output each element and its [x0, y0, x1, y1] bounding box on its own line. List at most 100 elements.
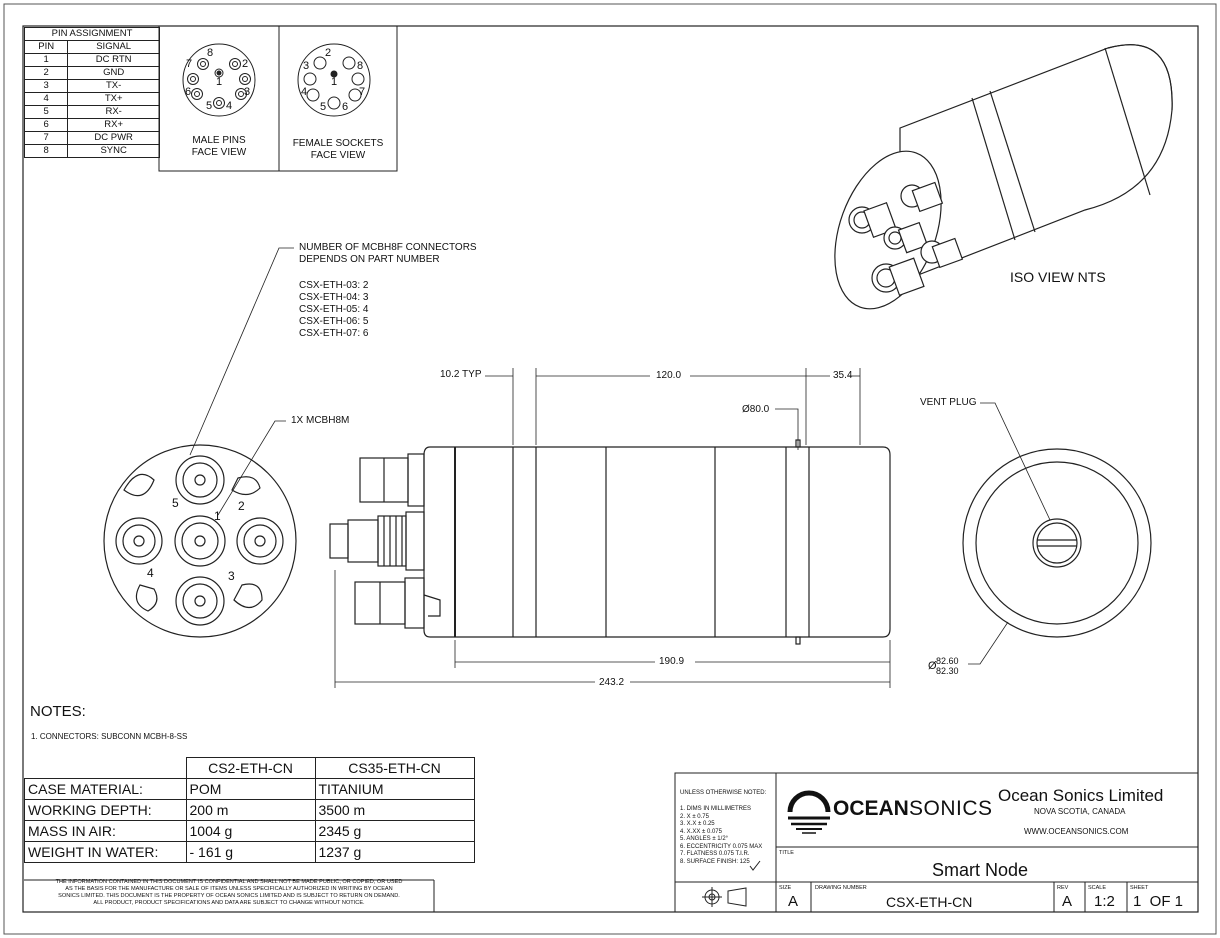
materials-row-label: MASS IN AIR:	[24, 820, 187, 842]
materials-table: CS2-ETH-CN CS35-ETH-CN CASE MATERIAL: PO…	[24, 757, 475, 863]
pin-signal: RX+	[67, 118, 160, 132]
materials-column-header: CS35-ETH-CN	[314, 757, 475, 779]
size-label: SIZE	[779, 885, 792, 891]
iso-connector-1	[848, 201, 897, 239]
side-view-cylinder	[329, 439, 891, 645]
iso-connector-2	[883, 221, 929, 254]
end-connector-top	[175, 455, 225, 505]
scale-label: SCALE	[1088, 885, 1107, 891]
table-row: WEIGHT IN WATER: - 161 g 1237 g	[24, 841, 475, 863]
end-connector-bottom	[175, 576, 225, 626]
company-location: NOVA SCOTIA, CANADA	[1034, 807, 1126, 816]
part-number: CSX-ETH-05:	[299, 304, 361, 315]
male-pins-label: MALE PINS	[192, 135, 246, 146]
tolerance-list: 1. DIMS IN MILLIMETRES 2. X ± 0.75 3. X.…	[680, 806, 762, 866]
scale-value: 1:2	[1094, 893, 1115, 910]
end-connector-right	[236, 517, 284, 565]
end-connector-number: 4	[147, 566, 154, 580]
third-angle-projection-icon	[702, 887, 747, 907]
confidential-line: AS THE BASIS FOR THE MANUFACTURE OR SALE…	[65, 886, 393, 892]
inner-border	[22, 25, 1199, 913]
iso-view-drawing	[834, 44, 1173, 310]
dim-35-4: 35.4	[833, 370, 853, 381]
end-connector-number: 2	[238, 499, 245, 513]
pin-number: 6	[23, 118, 69, 132]
logo-wordmark-bold: OCEAN	[833, 797, 909, 820]
male-pins-label: FACE VIEW	[191, 147, 247, 158]
dim-dia-80: Ø80.0	[742, 404, 770, 415]
connector-count: 3	[362, 292, 369, 303]
dim-dia-lower: 82.30	[936, 666, 959, 676]
sheet-label: SHEET	[1130, 885, 1149, 891]
drawing-number-label: DRAWING NUMBER	[815, 885, 867, 891]
female-pin-number: 7	[359, 86, 366, 98]
confidential-line: THE INFORMATION CONTAINED IN THIS DOCUME…	[55, 879, 403, 885]
materials-value: POM	[185, 778, 316, 800]
male-pin-number: 1	[216, 76, 223, 88]
notes-item: 1. CONNECTORS: SUBCONN MCBH-8-SS	[31, 732, 188, 741]
female-pin-number: 8	[357, 60, 364, 72]
dim-dia-upper: 82.60	[936, 656, 959, 666]
pin-number: 4	[23, 92, 69, 106]
title-label: TITLE	[779, 850, 794, 856]
end-connector-number: 5	[172, 496, 179, 510]
male-pin-number: 6	[185, 86, 192, 98]
title-block-frame	[24, 772, 1199, 913]
pin-table-header: SIGNAL	[67, 40, 160, 54]
rev-value: A	[1062, 893, 1073, 910]
size-value: A	[788, 893, 799, 910]
tolerance-item: 6. ECCENTRICITY 0.075 MAX	[680, 843, 763, 850]
female-pin-number: 2	[325, 47, 332, 59]
ocean-sonics-logo-icon	[787, 790, 831, 834]
materials-column-header: CS2-ETH-CN	[185, 757, 316, 779]
materials-value: - 161 g	[185, 841, 316, 863]
dim-190-9: 190.9	[659, 656, 685, 667]
logo-wordmark-light: SONICS	[909, 797, 993, 820]
vent-plug-label: VENT PLUG	[920, 397, 977, 408]
materials-row-label: CASE MATERIAL:	[24, 778, 187, 800]
male-pin-number: 5	[206, 100, 213, 112]
connector-note: NUMBER OF MCBH8F CONNECTORS	[299, 242, 477, 253]
materials-value: 200 m	[185, 799, 316, 821]
end-connector-number: 1	[214, 509, 221, 523]
end-connector-number: 3	[228, 569, 235, 583]
male-connector-note: 1X MCBH8M	[291, 415, 350, 426]
part-number: CSX-ETH-07:	[299, 328, 361, 339]
dimension-lines	[334, 368, 891, 688]
pin-number: 3	[23, 79, 69, 93]
dim-dia-symbol: Ø	[928, 660, 937, 672]
table-row: MASS IN AIR: 1004 g 2345 g	[24, 820, 475, 842]
materials-value: TITANIUM	[314, 778, 475, 800]
connector-note: DEPENDS ON PART NUMBER	[299, 254, 440, 265]
pin-number: 1	[23, 53, 69, 67]
female-pin-number: 4	[301, 86, 308, 98]
female-sockets-label: FACE VIEW	[310, 150, 366, 161]
rev-label: REV	[1057, 885, 1069, 891]
pin-number: 5	[23, 105, 69, 119]
male-pins-face-icon	[182, 43, 256, 117]
pin-signal: DC PWR	[67, 131, 160, 145]
pin-number: 7	[23, 131, 69, 145]
side-connector-bottom	[354, 577, 441, 629]
materials-row-label: WEIGHT IN WATER:	[24, 841, 187, 863]
side-connector-middle	[329, 511, 425, 571]
pin-signal: DC RTN	[67, 53, 160, 67]
tolerance-item: 3. X.X ± 0.25	[680, 821, 715, 827]
leader-lines	[189, 247, 1051, 665]
female-sockets-face-icon	[297, 43, 371, 117]
connector-count: 2	[362, 280, 369, 291]
surface-finish-icon	[749, 860, 761, 871]
male-pin-number: 4	[226, 100, 233, 112]
end-connector-center	[174, 515, 226, 567]
iso-connector-5	[920, 237, 964, 269]
part-number: CSX-ETH-06:	[299, 316, 361, 327]
dim-243-2: 243.2	[599, 677, 625, 688]
tolerance-item: 7. FLATNESS 0.075 T.I.R.	[680, 851, 750, 857]
